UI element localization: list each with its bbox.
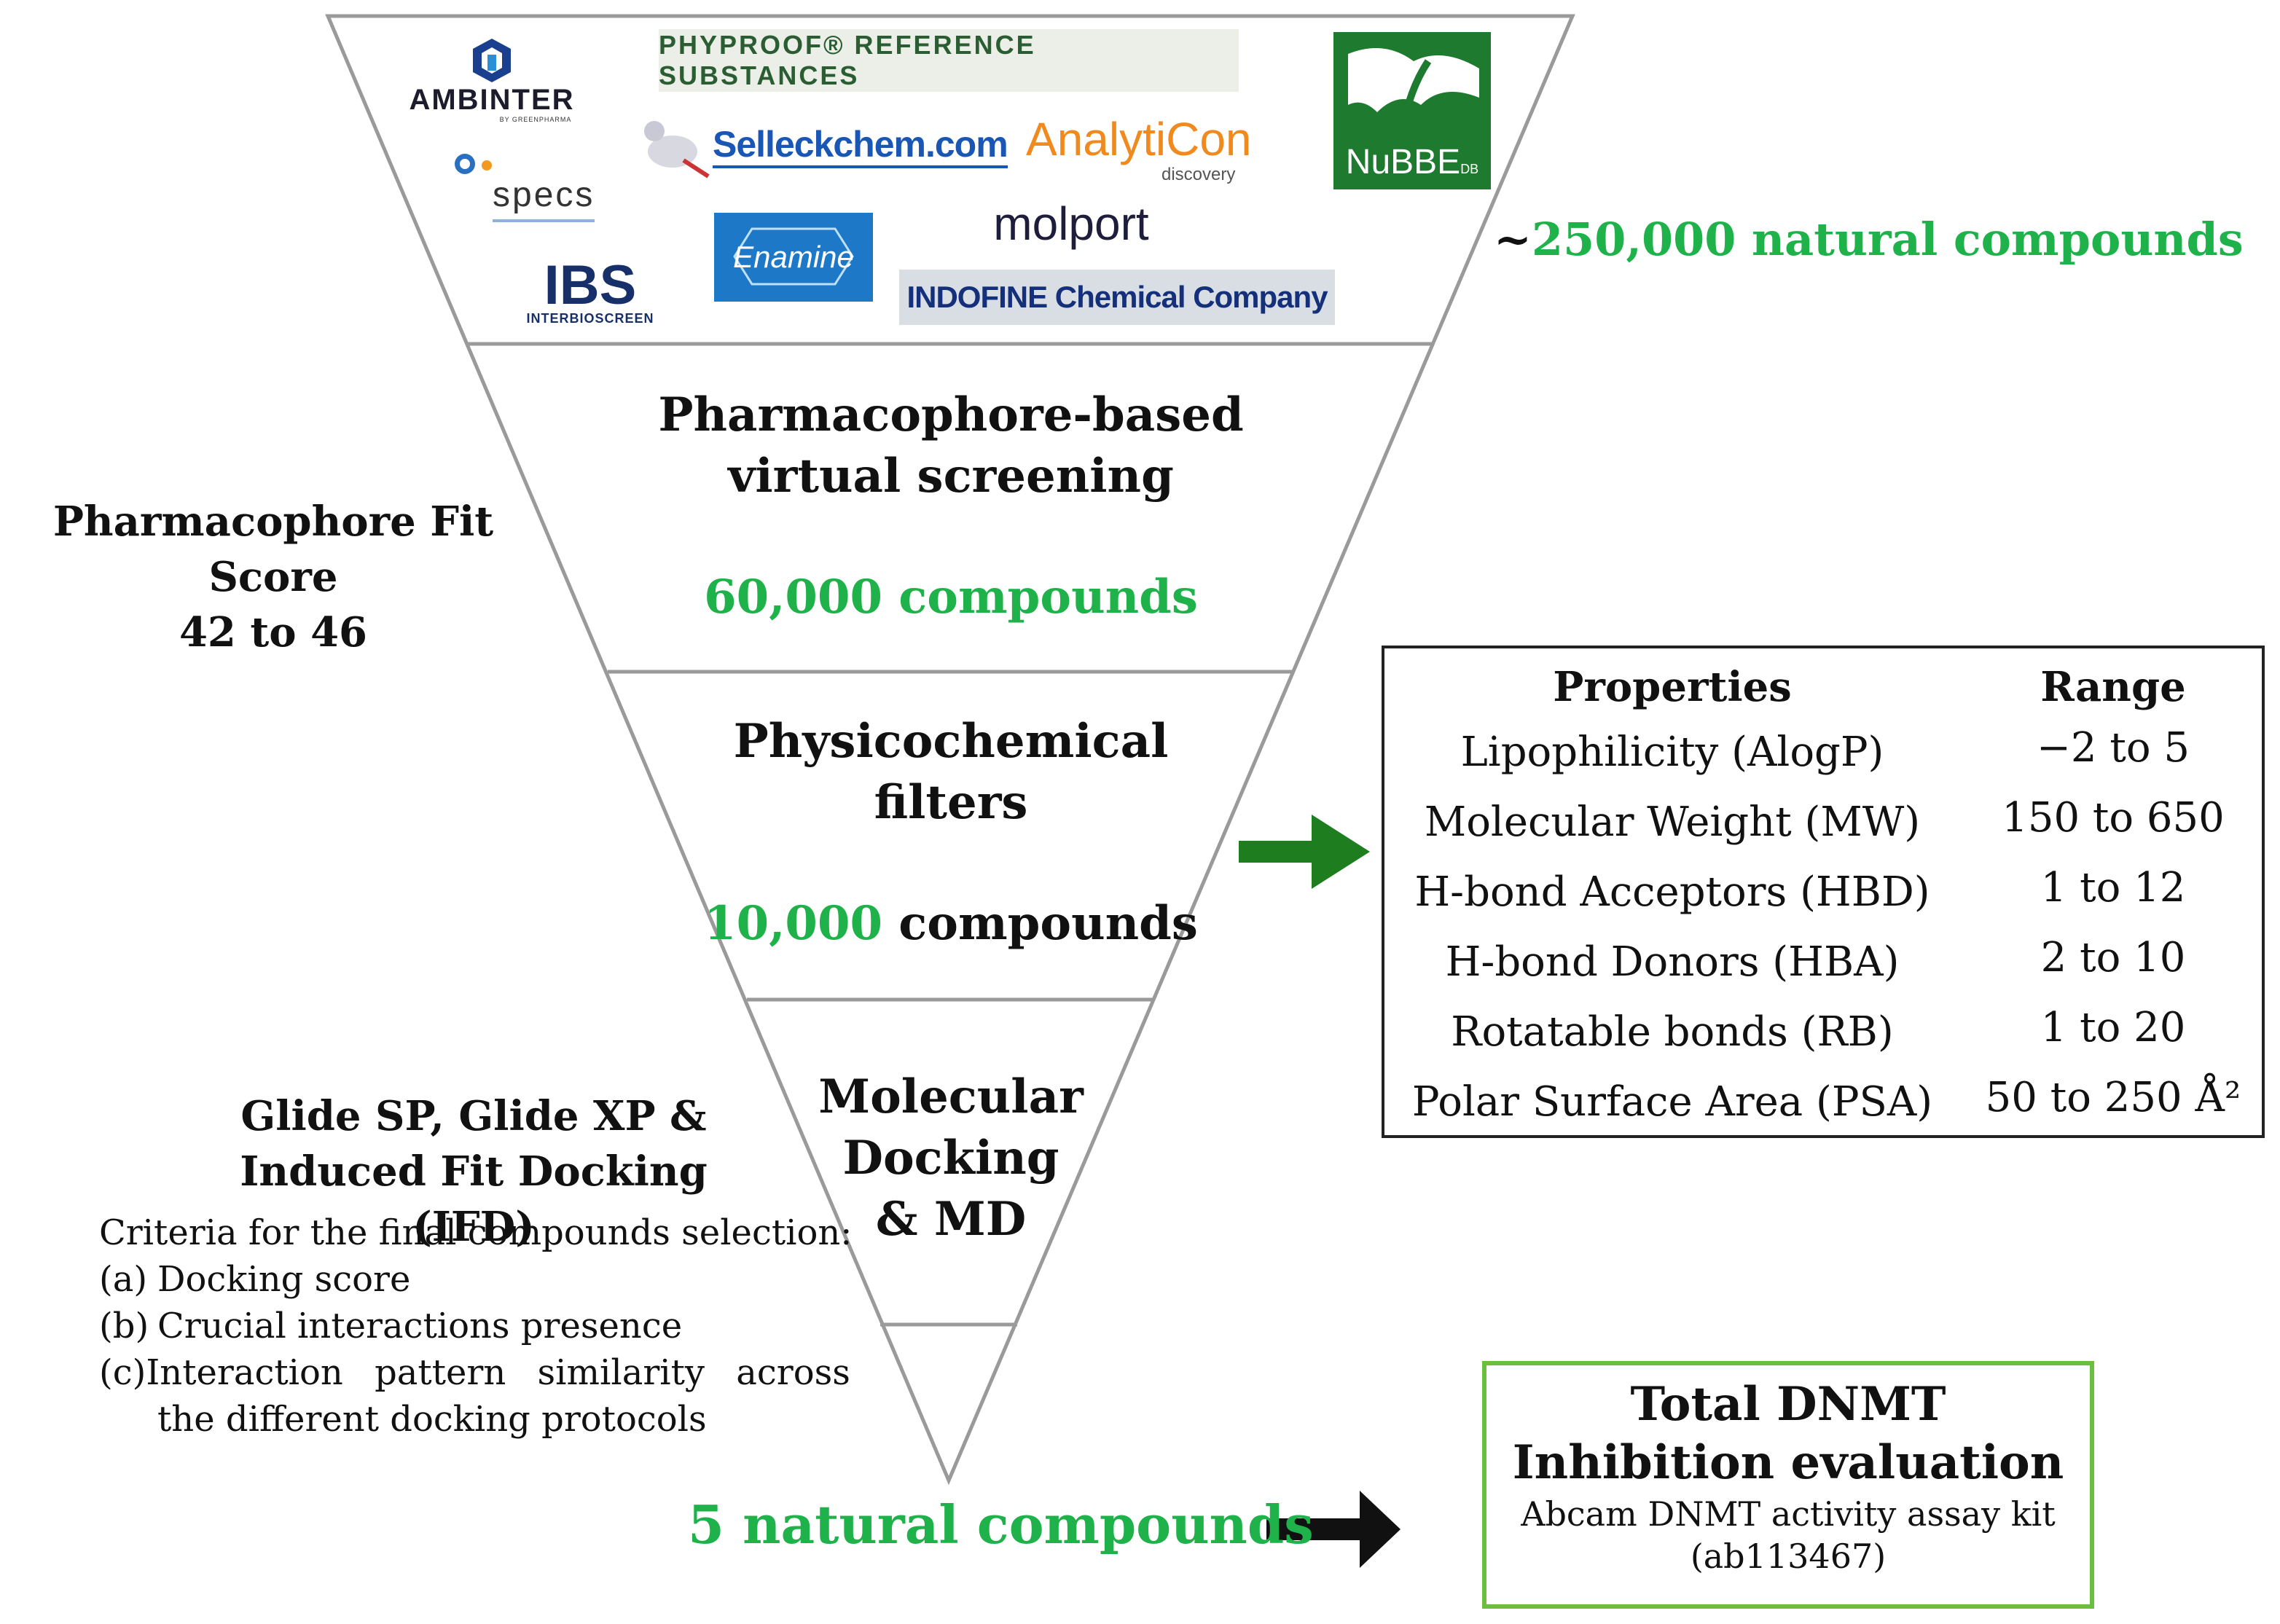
stage3-title: Molecular Docking & MD [802, 1067, 1100, 1250]
evaluation-kit-line1: Abcam DNMT activity assay kit [1521, 1494, 2056, 1534]
specs-logo: specs [452, 146, 612, 226]
nubbe-name: NuBBE [1345, 143, 1461, 181]
evaluation-kit-line2: (ab113467) [1690, 1537, 1887, 1576]
property-row-6: Polar Surface Area (PSA) [1411, 1078, 1933, 1126]
criteria-text-b: Crucial interactions presence [157, 1306, 683, 1346]
properties-table: Properties Range Lipophilicity (AlogP) −… [1382, 646, 2265, 1138]
fit-score-line1: Pharmacophore Fit Score [52, 498, 494, 601]
phyproof-name: PHYPROOF® REFERENCE SUBSTANCES [659, 30, 1036, 90]
ambinter-emblem-icon [473, 39, 511, 82]
tree-icon [1333, 32, 1491, 141]
range-row-1: −2 to 5 [2037, 724, 2190, 772]
docking-methods-line2: Induced Fit Docking (IFD) [240, 1148, 708, 1251]
stage2-count-number: 10,000 [704, 896, 882, 951]
stage3-title-line2: Docking [842, 1131, 1059, 1185]
enamine-name: Enamine [733, 240, 854, 274]
stage1-title-line2: virtual screening [728, 449, 1174, 503]
molport-logo: molport [991, 191, 1151, 256]
range-header: Range [2040, 663, 2186, 711]
evaluation-title-line1: Total DNMT [1630, 1377, 1946, 1432]
property-row-3: H-bond Acceptors (HBD) [1414, 868, 1930, 916]
indofine-name: INDOFINE Chemical Company [906, 280, 1328, 314]
range-row-3: 1 to 12 [2040, 864, 2186, 911]
source-count-value: 250,000 natural compounds [1531, 213, 2244, 266]
stage1-title-line1: Pharmacophore-based [658, 388, 1244, 442]
ibs-sub: INTERBIOSCREEN [526, 310, 654, 326]
property-row-4: H-bond Donors (HBA) [1445, 938, 1900, 986]
criteria-item-c-cont: the different docking protocols [157, 1399, 707, 1440]
properties-header: Properties [1553, 663, 1792, 711]
ambinter-logo: AMBINTER BY GREENPHARMA [393, 29, 590, 131]
property-row-2: Molecular Weight (MW) [1424, 799, 1921, 846]
nubbe-logo: NuBBEDB [1333, 32, 1491, 189]
fit-score-line2: 42 to 46 [179, 608, 368, 656]
docking-methods-label: Glide SP, Glide XP & Induced Fit Docking… [175, 1088, 772, 1255]
source-count: ~250,000 natural compounds [1494, 213, 2244, 266]
evaluation-title-line2: Inhibition evaluation [1512, 1435, 2064, 1490]
selleckchem-logo: Selleckchem.com [632, 109, 1011, 182]
range-row-4: 2 to 10 [2040, 934, 2186, 981]
property-row-1: Lipophilicity (AlogP) [1460, 729, 1884, 776]
enamine-logo: Enamine [714, 213, 873, 302]
criteria-marker-c: (c) [99, 1352, 146, 1393]
stage2-title-line1: Physicochemical [733, 714, 1169, 769]
criteria-item-a: (a) Docking score [99, 1256, 828, 1303]
phyproof-logo: PHYPROOF® REFERENCE SUBSTANCES [659, 29, 1239, 92]
source-count-prefix: ~ [1494, 213, 1532, 266]
specs-dots-icon [455, 154, 492, 174]
stage3-title-line3: & MD [875, 1192, 1027, 1247]
funnel-outline [325, 14, 1575, 1486]
stage2-count-word: compounds [882, 896, 1198, 951]
fit-score-label: Pharmacophore Fit Score 42 to 46 [7, 494, 539, 660]
criteria-item-c: (c) Interaction pattern similarity acros… [99, 1349, 850, 1396]
stage2-title: Physicochemical filters [656, 711, 1246, 833]
specs-name: specs [493, 178, 595, 222]
criteria-text-c: Interaction pattern similarity across [146, 1352, 850, 1393]
stage2-count: 10,000 compounds [656, 896, 1246, 951]
selleckchem-name: Selleckchem.com [713, 123, 1008, 168]
analyticon-sub: discovery [1161, 165, 1236, 184]
criteria-text-a: Docking score [157, 1259, 411, 1300]
evaluation-box: Total DNMT Inhibition evaluation Abcam D… [1482, 1361, 2094, 1609]
analyticon-name: AnalytiCon [1026, 113, 1252, 165]
range-row-6: 50 to 250 Å² [1985, 1074, 2241, 1121]
range-row-5: 1 to 20 [2040, 1004, 2186, 1051]
criteria-marker-b: (b) [99, 1306, 149, 1346]
criteria-heading: Criteria for the final compounds selecti… [99, 1212, 853, 1253]
range-row-2: 150 to 650 [2002, 794, 2225, 842]
molport-name: molport [993, 197, 1149, 250]
nubbe-sub: DB [1460, 162, 1479, 176]
analyticon-logo: AnalytiCon discovery [1026, 109, 1325, 189]
ibs-logo: IBS INTERBIOSCREEN [503, 256, 678, 329]
mouse-mascot-icon [644, 121, 710, 179]
arrow-to-evaluation [1266, 1491, 1400, 1568]
stage2-title-line2: filters [874, 775, 1028, 830]
ambinter-name: AMBINTER [409, 84, 575, 116]
stage3-title-line1: Molecular [818, 1070, 1084, 1124]
criteria-block: Criteria for the final compounds selecti… [99, 1209, 853, 1443]
ambinter-sub: BY GREENPHARMA [499, 116, 572, 123]
hexagon-icon [733, 227, 854, 286]
stage1-title: Pharmacophore-based virtual screening [656, 385, 1246, 507]
indofine-logo: INDOFINE Chemical Company [899, 270, 1335, 325]
stage1-count: 60,000 compounds [704, 570, 1198, 624]
arrow-to-properties [1239, 815, 1370, 889]
criteria-item-b: (b) Crucial interactions presence [99, 1303, 828, 1349]
ibs-name: IBS [544, 254, 637, 316]
final-count: 5 natural compounds [688, 1494, 1314, 1556]
property-row-5: Rotatable bonds (RB) [1451, 1008, 1894, 1056]
docking-methods-line1: Glide SP, Glide XP & [240, 1092, 707, 1140]
criteria-marker-a: (a) [99, 1259, 148, 1300]
